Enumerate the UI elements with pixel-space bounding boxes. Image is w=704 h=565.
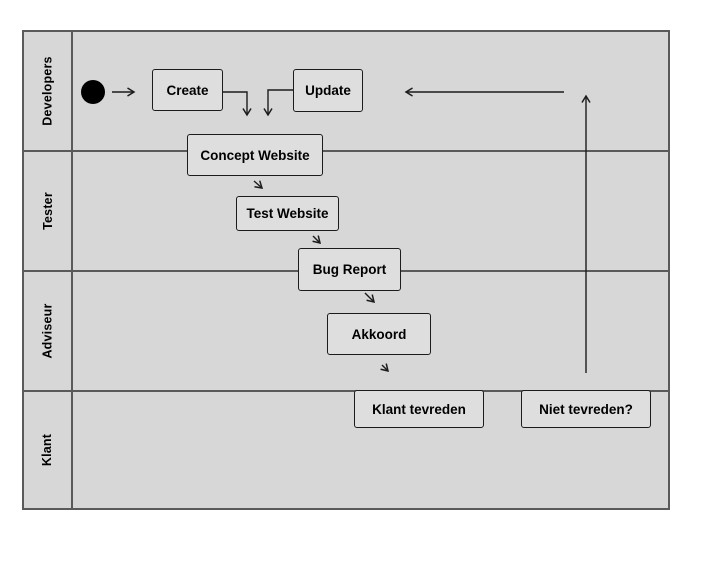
start-node-icon <box>81 80 105 104</box>
lane-label-klant: Klant <box>40 433 55 467</box>
lane-label-tester: Tester <box>40 192 55 230</box>
lane-klant: Klant <box>24 392 71 508</box>
lane-label-adviseur: Adviseur <box>40 303 55 359</box>
lane-tester: Tester <box>24 152 71 270</box>
node-update: Update <box>293 69 363 112</box>
lane-divider-developers-tester <box>24 150 668 152</box>
lane-developers: Developers <box>24 32 71 150</box>
lane-adviseur: Adviseur <box>24 272 71 390</box>
lane-label-developers: Developers <box>40 56 55 126</box>
node-akkoord: Akkoord <box>327 313 431 355</box>
node-concept-website: Concept Website <box>187 134 323 176</box>
node-klant-tevreden: Klant tevreden <box>354 390 484 428</box>
node-bug-report: Bug Report <box>298 248 401 291</box>
node-create: Create <box>152 69 223 111</box>
node-test-website: Test Website <box>236 196 339 231</box>
node-niet-tevreden: Niet tevreden? <box>521 390 651 428</box>
lane-divider-adviseur-klant <box>24 390 668 392</box>
